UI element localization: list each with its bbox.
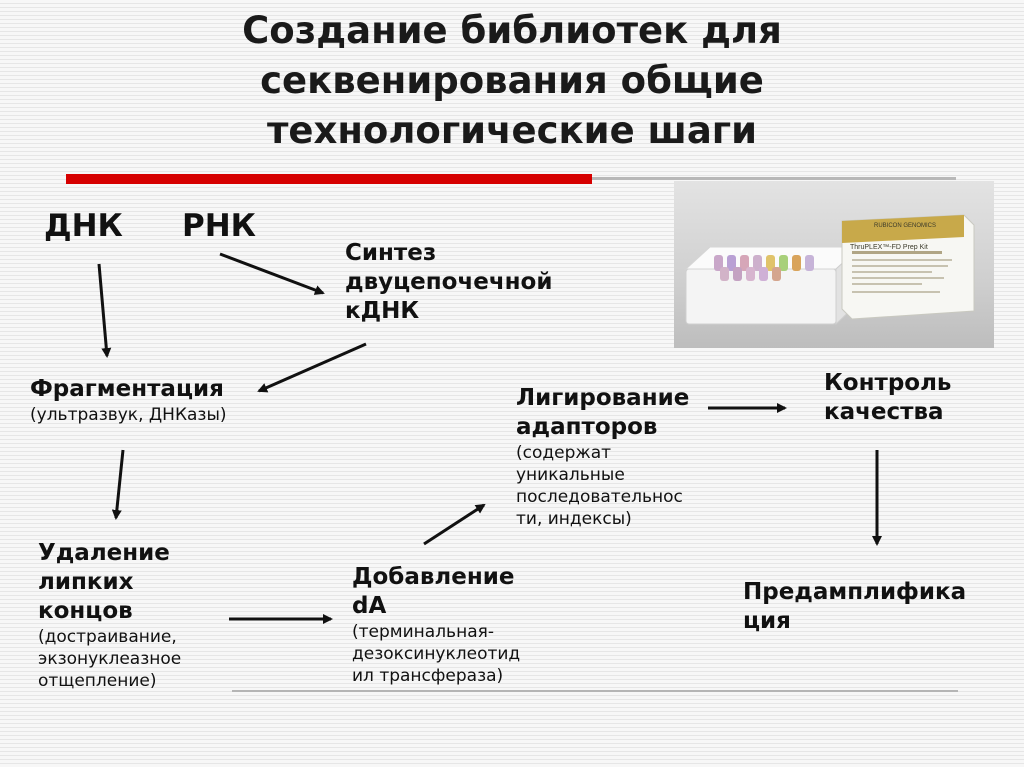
node-da-addition: Добавление dA (терминальная- дезоксинукл… <box>352 563 520 687</box>
title-rule-red <box>66 174 592 184</box>
title-line-2: секвенирования общие <box>260 59 764 102</box>
kit-name-text: ThruPLEX™-FD Prep Kit <box>850 244 928 251</box>
node-rna: РНК <box>182 208 257 244</box>
tube-rack-icon <box>714 255 814 281</box>
end-removal-line-1: Удаление <box>38 540 170 566</box>
arrow-synthesis-to-fragmentation <box>257 342 367 393</box>
bottom-rule <box>232 690 958 692</box>
end-removal-line-2: липких <box>38 569 134 595</box>
ligation-line-2: адапторов <box>516 414 658 440</box>
quality-control-line-1: Контроль <box>824 370 952 396</box>
arrow-da-to-ligation <box>423 503 486 546</box>
preamplification-line-1: Предамплифика <box>743 579 967 605</box>
da-addition-line-1: Добавление <box>352 564 515 590</box>
da-addition-line-2: dA <box>352 593 387 619</box>
node-ligation: Лигирование адапторов (содержат уникальн… <box>516 384 689 530</box>
ligation-sub-4: ти, индексы) <box>516 509 632 529</box>
arrow-rna-to-synthesis <box>219 252 325 295</box>
title-line-3: технологические шаги <box>266 109 758 152</box>
kit-photo-drawing: RUBICON GENOMICS ThruPLEX™-FD Prep Kit <box>684 214 975 326</box>
cdna-synthesis-line-3: кДНК <box>345 298 420 324</box>
fragmentation-title: Фрагментация <box>30 376 224 402</box>
da-addition-sub-1: (терминальная- <box>352 622 494 642</box>
node-quality-control: Контроль качества <box>824 369 951 427</box>
kit-photo: RUBICON GENOMICS ThruPLEX™-FD Prep Kit <box>674 181 994 348</box>
fragmentation-sub: (ультразвук, ДНКазы) <box>30 405 227 425</box>
end-removal-line-3: концов <box>38 598 133 624</box>
node-preamplification: Предамплифика ция <box>743 578 966 636</box>
da-addition-sub-2: дезоксинуклеотид <box>352 644 521 664</box>
title-line-1: Создание библиотек для <box>242 9 782 52</box>
title-rule-gray <box>592 177 956 180</box>
arrow-fragmentation-to-end-removal <box>111 449 125 520</box>
arrow-dna-to-fragmentation <box>97 263 112 358</box>
end-removal-sub-1: (достраивание, <box>38 627 177 647</box>
quality-control-line-2: качества <box>824 399 944 425</box>
node-end-removal: Удаление липких концов (достраивание, эк… <box>38 539 181 692</box>
node-fragmentation: Фрагментация (ультразвук, ДНКазы) <box>30 375 227 426</box>
kit-box-text-lines <box>852 251 952 293</box>
cdna-synthesis-line-2: двуцепочечной <box>345 269 553 295</box>
ligation-sub-1: (содержат <box>516 443 612 463</box>
preamplification-line-2: ция <box>743 608 791 634</box>
ligation-sub-2: уникальные <box>516 465 625 485</box>
cdna-synthesis-line-1: Синтез <box>345 240 437 266</box>
kit-brand-text: RUBICON GENOMICS <box>874 223 936 229</box>
end-removal-sub-2: экзонуклеазное <box>38 649 182 669</box>
node-cdna-synthesis: Синтез двуцепочечной кДНК <box>345 239 552 326</box>
node-dna: ДНК <box>44 208 123 244</box>
ligation-line-1: Лигирование <box>516 385 690 411</box>
ligation-sub-3: последовательнос <box>516 487 683 507</box>
da-addition-sub-3: ил трансфераза) <box>352 666 504 686</box>
slide-title: Создание библиотек для секвенирования об… <box>0 6 1024 156</box>
end-removal-sub-3: отщепление) <box>38 671 157 691</box>
